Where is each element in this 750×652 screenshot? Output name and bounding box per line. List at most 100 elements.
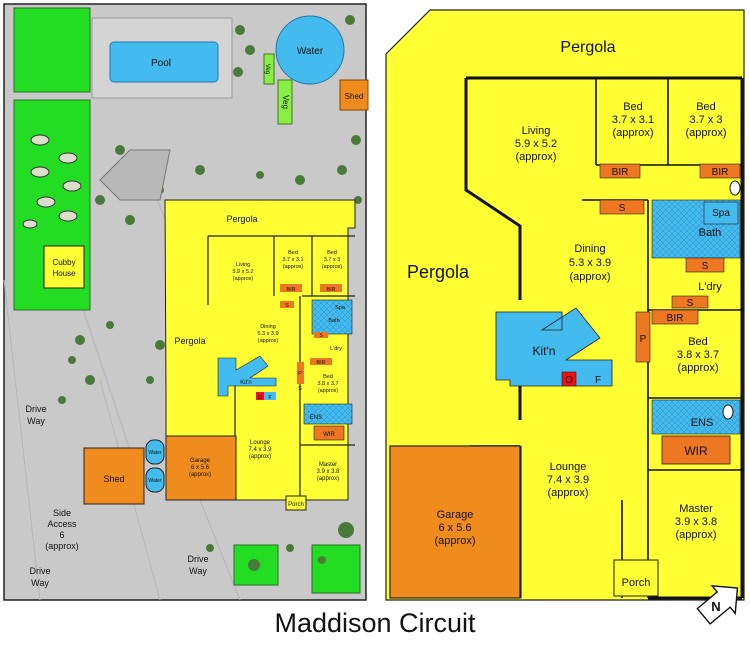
fp-fridge-label: F — [595, 375, 601, 386]
fp-s-2-label: S — [702, 261, 709, 272]
fp-p — [635, 311, 651, 363]
drive-way-left-2: Way — [27, 416, 45, 426]
sp-bed-b-2: 3.7 x 3 — [324, 257, 341, 263]
sp-bir-1 — [280, 284, 302, 292]
shrubs — [58, 15, 362, 571]
fp-kitchen-bench — [495, 307, 613, 387]
fp-wir-label: WIR — [684, 444, 708, 458]
sp-bir-3-label: BIR — [316, 360, 325, 366]
fp-lounge-1: Lounge — [550, 461, 587, 473]
side-access-3: 6 — [59, 530, 64, 540]
sp-spa: Spa — [335, 305, 346, 311]
sp-bed-b-1: Bed — [327, 250, 337, 256]
fp-bir-3 — [651, 309, 699, 325]
compass-label: N — [711, 599, 720, 614]
fp-ens-label: ENS — [691, 417, 714, 429]
fp-master-2: 3.9 x 3.8 — [675, 516, 717, 528]
fp-dining-1: Dining — [574, 243, 605, 255]
side-access-4: (approx) — [45, 541, 79, 551]
fp-spa — [703, 201, 739, 225]
sp-garage-1: Garage — [190, 458, 211, 464]
sp-pergola-left: Pergola — [174, 336, 205, 346]
fp-bir-2 — [699, 163, 741, 179]
cubby-house — [43, 245, 85, 289]
shed-top-label: Shed — [345, 92, 364, 101]
lawn-bottom-b — [311, 544, 361, 594]
fp-lounge-3: (approx) — [548, 487, 589, 499]
sp-kitn: Kit'n — [240, 380, 251, 386]
fp-toilet-2 — [722, 404, 734, 420]
fp-living-3: (approx) — [516, 151, 557, 163]
fp-pergola-top: Pergola — [560, 39, 615, 56]
sp-garage-2: 6 x 5.6 — [191, 465, 210, 471]
water-small-2 — [145, 467, 165, 493]
sp-s-1 — [280, 301, 294, 308]
sp-garage — [165, 435, 237, 501]
drive-way-bc-1: Drive — [187, 554, 208, 564]
fp-oven — [561, 371, 577, 387]
fp-s-3 — [671, 295, 709, 309]
sp-living-2: 5.9 x 5.2 — [232, 269, 253, 275]
sp-living-3: (approx) — [233, 276, 254, 282]
sp-fridge-label: F — [268, 395, 272, 401]
cubby-label-2: House — [52, 269, 76, 278]
site-plan: Pool Water Veg Veg Shed Cubby House — [3, 3, 369, 601]
veg-bed-1-label: Veg — [264, 64, 270, 74]
sp-p — [297, 362, 304, 384]
sp-s-3-label: S — [298, 386, 302, 392]
fp-bir-1 — [599, 163, 641, 179]
sp-master-2: 3.9 x 3.8 — [316, 469, 340, 475]
sp-bed-c-1: Bed — [323, 374, 333, 380]
water-small-2-label: Water — [148, 478, 161, 484]
house-footprint — [164, 199, 356, 501]
drive-way-bl-2: Way — [31, 578, 49, 588]
fp-toilet-1 — [729, 180, 741, 196]
sp-ens — [303, 403, 353, 425]
fp-garage — [389, 445, 521, 599]
sp-oven — [256, 392, 264, 400]
sp-bir-3 — [310, 358, 332, 365]
shed-bottom-label: Shed — [103, 474, 124, 484]
sp-bed-a-1: Bed — [288, 250, 298, 256]
drive-way-left-1: Drive — [25, 404, 46, 414]
sp-s-2 — [314, 332, 328, 338]
fp-kitn: Kit'n — [533, 344, 556, 358]
sp-kitchen — [217, 355, 277, 397]
sp-porch — [285, 495, 307, 511]
water-tank-label: Water — [297, 46, 324, 57]
sp-fridge — [264, 392, 276, 400]
compass-icon — [696, 584, 739, 625]
fp-pergola-left: Pergola — [407, 262, 470, 282]
water-small-1 — [145, 439, 165, 465]
fp-bed-c-1: Bed — [688, 336, 708, 348]
fp-bir-3-label: BIR — [667, 313, 684, 324]
drive-way-bl-1: Drive — [29, 566, 50, 576]
veg-bed-2-label: Veg — [281, 95, 290, 109]
fp-dining-3: (approx) — [570, 271, 611, 283]
fp-dining-2: 5.3 x 3.9 — [569, 257, 611, 269]
sp-bir-2 — [320, 284, 342, 292]
plan-title: Maddison Circuit — [274, 608, 476, 638]
lawn-top-left — [13, 7, 91, 93]
water-small-1-label: Water — [148, 450, 161, 456]
sp-bath-label: Bath — [328, 318, 339, 324]
fp-bir-1-label: BIR — [612, 167, 629, 178]
water-tank — [275, 15, 345, 85]
sp-dining-3: (approx) — [258, 338, 279, 344]
fp-lounge-2: 7.4 x 3.9 — [547, 474, 589, 486]
fp-s-3-label: S — [687, 298, 694, 309]
sp-bed-a-2: 3.7 x 3.1 — [282, 257, 303, 263]
sp-p-label: P — [298, 371, 302, 377]
sp-wir-label: WIR — [323, 432, 335, 438]
drive-way-bc-2: Way — [189, 566, 207, 576]
sp-oven-label: O — [258, 395, 263, 401]
sp-dining-2: 5.3 x 3.9 — [257, 331, 278, 337]
fp-living-1: Living — [522, 125, 551, 137]
fp-bed-a-2: 3.7 x 3.1 — [612, 114, 654, 126]
path-steps — [99, 149, 171, 201]
shed-bottom — [83, 447, 145, 505]
sp-pergola-top: Pergola — [226, 214, 257, 224]
fp-bed-a-1: Bed — [623, 101, 643, 113]
sp-bed-c-3: (approx) — [318, 388, 339, 394]
